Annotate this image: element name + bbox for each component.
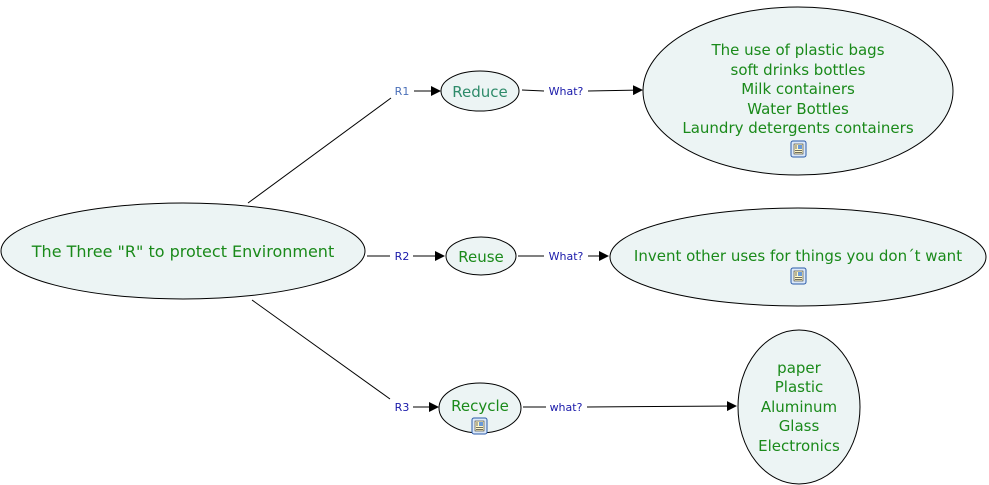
link-label-r1[interactable]: R1	[395, 85, 410, 98]
recycle-item: Plastic	[775, 378, 824, 396]
reduce-item: Laundry detergents containers	[682, 119, 913, 137]
node-recycle-items[interactable]: paper Plastic Aluminum Glass Electronics	[737, 329, 861, 485]
node-root-label: The Three "R" to protect Environment	[31, 242, 334, 261]
line-what-recycle-items	[586, 401, 737, 412]
node-recycle-label: Recycle	[451, 397, 509, 415]
node-reduce-items[interactable]: The use of plastic bags soft drinks bott…	[642, 6, 954, 176]
line-reduce-what	[521, 89, 545, 92]
reduce-item: soft drinks bottles	[731, 61, 866, 79]
link-label-reuse-what[interactable]: What?	[549, 250, 584, 263]
resource-attachment-icon[interactable]	[790, 140, 807, 158]
connections	[247, 85, 737, 412]
line-what-reduce-items	[587, 85, 643, 96]
node-reduce-label: Reduce	[452, 83, 507, 101]
link-label-r2[interactable]: R2	[395, 250, 410, 263]
resource-attachment-icon[interactable]	[790, 267, 807, 285]
reduce-item: Water Bottles	[747, 100, 849, 118]
recycle-item: Electronics	[758, 437, 840, 455]
recycle-item: Aluminum	[761, 398, 837, 416]
reduce-item: The use of plastic bags	[710, 41, 884, 59]
node-reuse[interactable]: Reuse	[445, 236, 517, 276]
link-label-recycle-what[interactable]: what?	[550, 401, 583, 414]
node-reuse-label: Reuse	[458, 248, 504, 266]
link-label-r3[interactable]: R3	[395, 401, 410, 414]
node-recycle[interactable]: Recycle	[438, 382, 522, 435]
link-label-reduce-what[interactable]: What?	[549, 85, 584, 98]
node-reuse-items[interactable]: Invent other uses for things you don´t w…	[609, 207, 987, 307]
recycle-item: paper	[777, 359, 821, 377]
line-root-r3	[251, 299, 391, 400]
line-root-r1	[247, 97, 392, 204]
node-root[interactable]: The Three "R" to protect Environment	[0, 202, 366, 300]
node-reduce[interactable]: Reduce	[440, 70, 520, 112]
reuse-item: Invent other uses for things you don´t w…	[634, 247, 962, 265]
resource-attachment-icon[interactable]	[471, 417, 488, 435]
reduce-item: Milk containers	[741, 80, 855, 98]
recycle-item: Glass	[779, 417, 820, 435]
